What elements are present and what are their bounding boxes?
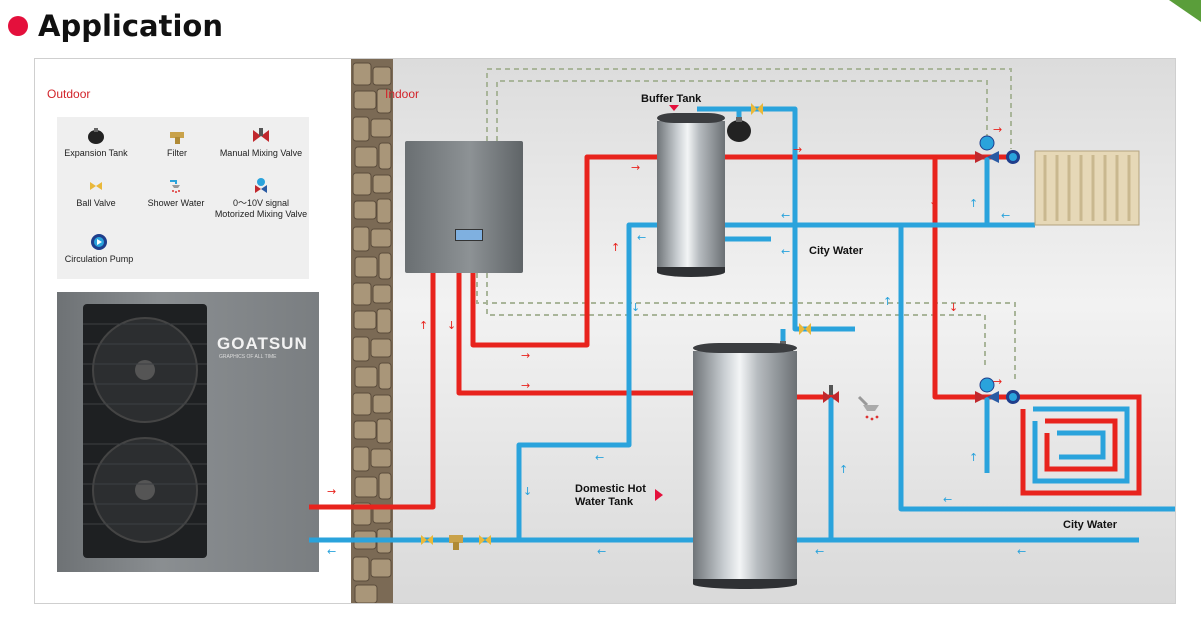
buffer-tank-label: Buffer Tank xyxy=(641,93,702,105)
cold-flow-arrows: ← ← ← ← ← ← ← ← ← ← ↓ ↓ ↑ ↑ ↑ ↑ xyxy=(327,197,1026,558)
brand-tagline: GRAPHICS OF ALL TIME xyxy=(219,354,277,360)
legend-panel: Expansion Tank Filter Manual Mixing Valv… xyxy=(57,117,309,279)
floor-heating-coil xyxy=(1017,394,1142,496)
svg-text:↓: ↓ xyxy=(929,195,938,208)
page-title: Application xyxy=(38,9,223,43)
svg-text:↑: ↑ xyxy=(883,295,892,308)
manual-mixing-valve xyxy=(823,385,839,403)
indoor-unit xyxy=(405,141,523,273)
motorized-mixing-valve-bottom xyxy=(975,377,999,403)
legend-expansion-tank: Expansion Tank xyxy=(57,127,135,159)
stone-wall xyxy=(351,59,393,603)
svg-text:→: → xyxy=(521,379,530,392)
control-wiring xyxy=(476,68,1016,379)
svg-text:←: ← xyxy=(595,451,604,464)
filter xyxy=(449,535,463,550)
indoor-label: Indoor xyxy=(385,87,420,101)
svg-text:←: ← xyxy=(597,545,606,558)
diagram-frame: Outdoor Indoor Expansion Tank Filter Man… xyxy=(34,58,1176,604)
legend-ball-valve: Ball Valve xyxy=(57,177,135,209)
svg-text:→: → xyxy=(521,349,530,362)
ball-valve-icon xyxy=(90,182,102,190)
circulation-pump-top xyxy=(1006,150,1020,164)
hot-flow-arrows: → → → → → → → ↑ ↓ ↑ ↓ ↓ xyxy=(327,123,1002,498)
fan-grill xyxy=(83,304,207,558)
city-water-label-top: City Water xyxy=(809,245,863,257)
brand-logo: GOATSUN xyxy=(217,334,308,353)
svg-text:←: ← xyxy=(327,545,336,558)
svg-text:→: → xyxy=(631,161,640,174)
circulation-pump-icon xyxy=(91,234,107,250)
svg-text:→: → xyxy=(793,143,802,156)
svg-text:↑: ↑ xyxy=(839,463,848,476)
svg-text:→: → xyxy=(327,485,336,498)
svg-text:↓: ↓ xyxy=(949,301,958,314)
filter-icon xyxy=(170,132,184,144)
fan-icon xyxy=(83,317,207,543)
ball-valves xyxy=(421,103,811,545)
buffer-tank xyxy=(657,113,725,277)
svg-text:←: ← xyxy=(943,493,952,506)
svg-text:↑: ↑ xyxy=(969,451,978,464)
svg-text:↓: ↓ xyxy=(631,301,640,314)
buffer-tank-marker xyxy=(669,105,679,111)
svg-text:←: ← xyxy=(637,231,646,244)
svg-text:←: ← xyxy=(781,209,790,222)
legend-filter: Filter xyxy=(147,127,207,159)
svg-text:←: ← xyxy=(1001,209,1010,222)
svg-text:↑: ↑ xyxy=(611,241,620,254)
shower-icon xyxy=(170,180,180,193)
svg-text:→: → xyxy=(993,123,1002,136)
legend-manual-mixing-valve: Manual Mixing Valve xyxy=(211,127,311,159)
svg-text:←: ← xyxy=(781,245,790,258)
svg-text:↑: ↑ xyxy=(969,197,978,210)
city-water-label-bottom: City Water xyxy=(1063,519,1117,531)
svg-text:↑: ↑ xyxy=(419,319,428,332)
domestic-hot-water-tank xyxy=(693,343,797,589)
dhw-tank-marker xyxy=(655,489,663,501)
motorized-mixing-valve-icon xyxy=(255,178,267,193)
outdoor-heat-pump: GOATSUN GRAPHICS OF ALL TIME xyxy=(57,292,319,572)
shower-head xyxy=(857,395,879,421)
bullet-dot xyxy=(8,16,28,36)
circulation-pump-bottom xyxy=(1006,390,1020,404)
svg-text:↓: ↓ xyxy=(523,485,532,498)
legend-shower-water: Shower Water xyxy=(141,177,211,209)
radiator xyxy=(1034,150,1140,226)
svg-text:←: ← xyxy=(815,545,824,558)
expansion-tank-icon xyxy=(88,128,104,144)
section-header: Application xyxy=(8,6,223,46)
corner-ribbon xyxy=(1169,0,1201,22)
svg-text:→: → xyxy=(993,375,1002,388)
motorized-mixing-valve-top xyxy=(975,135,999,163)
legend-circulation-pump: Circulation Pump xyxy=(57,233,141,265)
svg-text:←: ← xyxy=(1017,545,1026,558)
expansion-tank-top xyxy=(727,117,751,142)
manual-mixing-valve-icon xyxy=(253,128,269,142)
outdoor-label: Outdoor xyxy=(47,87,91,101)
control-screen xyxy=(455,229,483,241)
svg-text:↓: ↓ xyxy=(447,319,456,332)
piping-diagram: → → → → → → → ↑ ↓ ↑ ↓ ↓ ← ← ← ← ← ← ← ← ← ← ↓ ↓ ↑ ↑ ↑ ↑ xyxy=(309,68,1175,558)
